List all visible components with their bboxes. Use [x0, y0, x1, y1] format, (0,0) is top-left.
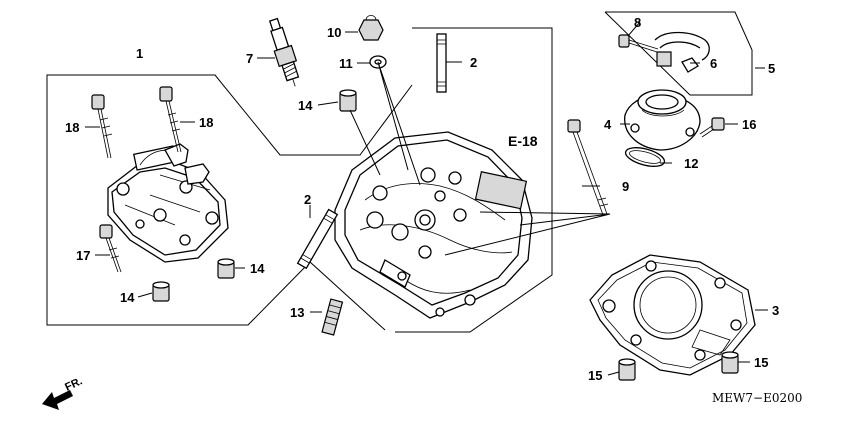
dowel-pin-14-c — [339, 89, 357, 112]
bolt-18-right — [159, 86, 182, 153]
reference-label: E-18 — [508, 133, 538, 149]
callout-11: 11 — [339, 56, 353, 71]
front-direction-indicator: FR. — [42, 375, 84, 410]
callout-14-left: 14 — [120, 290, 135, 305]
bolt-18-left — [91, 94, 113, 159]
callout-4: 4 — [604, 117, 612, 132]
front-arrow-icon — [42, 390, 73, 410]
cap-nut — [358, 15, 384, 41]
rocker-arm-group-box — [46, 74, 413, 331]
spark-plug — [268, 17, 300, 87]
callout-13: 13 — [290, 305, 304, 320]
insulator-group-box — [604, 11, 753, 96]
callout-14-right: 14 — [250, 261, 265, 276]
callout-12: 12 — [684, 156, 698, 171]
callout-17: 17 — [76, 248, 90, 263]
cylinder-head-group-box — [395, 27, 553, 333]
clamp-screw-8 — [618, 34, 659, 53]
callout-3: 3 — [772, 303, 779, 318]
callout-15-right: 15 — [754, 355, 768, 370]
callout-10: 10 — [327, 25, 341, 40]
insulator-4 — [624, 89, 701, 151]
cylinder-head — [334, 131, 533, 319]
callout-14-head: 14 — [298, 98, 313, 113]
leader-lines — [85, 21, 768, 376]
stud-bolt-13 — [321, 298, 344, 336]
dowel-pin-14-b — [152, 281, 170, 302]
callout-9: 9 — [622, 179, 629, 194]
callout-5: 5 — [768, 61, 775, 76]
callout-2-top: 2 — [470, 55, 477, 70]
front-label: FR. — [63, 375, 84, 393]
bolt-17 — [99, 224, 122, 273]
callout-16: 16 — [742, 117, 756, 132]
bolt-16 — [699, 117, 725, 138]
rocker-arm-holder — [107, 143, 229, 263]
stud-bolt-top — [436, 33, 447, 93]
stud-bolt-left — [296, 208, 339, 270]
cylinder-head-gasket — [589, 254, 756, 376]
callout-6: 6 — [710, 56, 717, 71]
callout-7: 7 — [246, 51, 253, 66]
callout-labels: 1 2 2 3 4 5 6 7 8 9 10 11 12 13 14 14 14… — [65, 15, 779, 383]
callout-2-left: 2 — [304, 192, 311, 207]
dowel-pin-14-a — [217, 258, 235, 279]
clip-6 — [681, 57, 699, 73]
callout-18-right: 18 — [199, 115, 213, 130]
callout-1: 1 — [136, 46, 143, 61]
callout-8: 8 — [634, 15, 641, 30]
callout-15-left: 15 — [588, 368, 602, 383]
o-ring-12 — [624, 147, 666, 167]
dowel-pin-15-b — [721, 351, 739, 374]
dowel-pin-15-a — [618, 358, 636, 381]
callout-18-left: 18 — [65, 120, 79, 135]
long-bolt-9 — [567, 119, 609, 216]
drawing-code: MEW7−E0200 — [712, 391, 802, 405]
insulator-clamp-band — [654, 31, 710, 67]
